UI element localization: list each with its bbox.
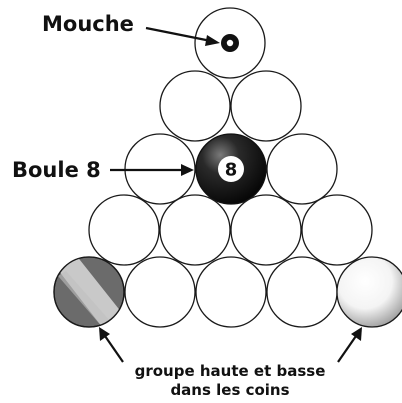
- ball-row-4: [88, 194, 373, 266]
- ball-r4-2: [159, 194, 231, 266]
- ball-r5-2: [124, 256, 196, 328]
- ball-corner-right-light: [336, 256, 402, 328]
- arrow-corner-right: [337, 335, 357, 363]
- ball-r2-1: [159, 70, 231, 142]
- arrow-mouche: [145, 26, 212, 43]
- ball-r5-4: [266, 256, 338, 328]
- ball-r3-3: [266, 133, 338, 205]
- ball-r4-4: [301, 194, 373, 266]
- ball-row-3: 8: [124, 133, 338, 205]
- ball-row-1: [194, 7, 266, 79]
- eight-ball-number: 8: [225, 160, 238, 181]
- ball-r5-3: [195, 256, 267, 328]
- arrow-mouche-head: [205, 35, 220, 46]
- eight-ball-number-circle: [218, 156, 244, 182]
- arrow-boule-8-head: [181, 164, 194, 176]
- arrow-corner-left-head: [99, 327, 110, 341]
- label-boule-8: Boule 8: [12, 158, 101, 182]
- label-mouche: Mouche: [42, 12, 134, 36]
- corner-note-line2: dans les coins: [170, 381, 289, 399]
- ball-r4-1: [88, 194, 160, 266]
- corner-note-line1: groupe haute et basse: [135, 362, 326, 380]
- ball-row-5: [53, 256, 402, 328]
- ball-r4-3: [230, 194, 302, 266]
- mouche-dot-inner: [226, 39, 234, 47]
- ball-r2-2: [230, 70, 302, 142]
- arrow-corner-left: [104, 335, 124, 363]
- arrow-corner-right-head: [351, 327, 362, 341]
- ball-corner-left-striped: [53, 256, 125, 328]
- ball-row-2: [159, 70, 302, 142]
